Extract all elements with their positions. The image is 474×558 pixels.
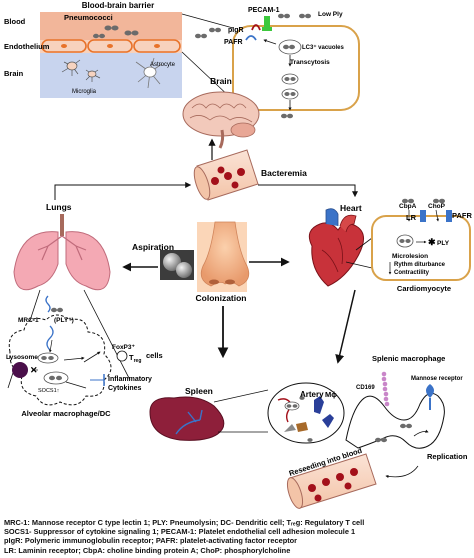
mannose-label: Mannose receptor [411, 376, 463, 382]
nose-illustration [197, 221, 250, 292]
spleen-title: Spleen [185, 386, 213, 396]
legend-line-2: SOCS1- Suppressor of cytokine signaling … [4, 527, 356, 537]
arrow-lungs-to-vessel [54, 182, 192, 200]
cytokines-label: Cytokines [108, 385, 142, 392]
legend-line-4: LR: Laminin receptor; CbpA: choline bind… [4, 545, 291, 555]
blood-band [40, 12, 182, 40]
bbb-title: Blood-brain barrier [82, 1, 154, 10]
endo-bacteria-side [195, 27, 221, 39]
treg-cells-label: cells [146, 351, 163, 360]
lung-ply-label: (PLY⁺) [54, 317, 74, 324]
legend-block: MRC-1: Mannose receptor C type lectin 1;… [4, 518, 470, 555]
arrow-vessel-to-spleen-panel [335, 289, 356, 364]
foxp3-label: FoxP3⁺ [112, 344, 136, 351]
artery-panel [267, 382, 345, 444]
brain-band [40, 53, 182, 98]
pecam-receptor [262, 16, 272, 31]
heart-pafr-label: PAFR [452, 211, 472, 220]
bacteremia-vessel [193, 149, 259, 201]
heart-ply-label: PLY [437, 240, 450, 247]
brain-illustration: Brain [182, 76, 260, 149]
mrc1-label: MRC-1 [18, 317, 39, 324]
cardiomyocyte-panel: CbpA ChoP LR PAFR ✱ PLY Microlesion Ryth… [371, 198, 472, 293]
heart-title: Heart [340, 203, 362, 213]
low-ply-label: Low Ply [318, 11, 343, 18]
colonization-label: Colonization [196, 293, 247, 303]
splenic-macrophage [345, 371, 445, 449]
pafr-receptor [245, 35, 257, 41]
alveolar-macrophage-cell: ✕ [8, 295, 112, 406]
microglia-label: Microglia [72, 89, 97, 95]
aspiration-label: Aspiration [132, 242, 174, 252]
macrophage-label: Mϕ [325, 390, 337, 399]
pecam-label: PECAM-1 [248, 7, 280, 14]
lr-label: LR [406, 213, 417, 222]
arrow-vessel-to-heart [258, 184, 358, 198]
cardiomyocyte-label: Cardiomyocyte [397, 284, 451, 293]
reseeding-vessel [286, 453, 377, 509]
transcytosis-label: Transcytosis [290, 59, 330, 66]
astrocyte-label: Astrocyte [150, 62, 176, 68]
svg-text:✱: ✱ [428, 237, 436, 247]
pneumococci-label: Pneumococci [64, 13, 113, 22]
zoom-line-top [181, 13, 234, 29]
mrc1-receptor [45, 295, 51, 313]
pneumococci-cluster [93, 25, 139, 39]
legend-line-3: pIgR: Polymeric immunoglobulin receptor;… [4, 536, 298, 546]
astrocyte-cell [135, 57, 163, 89]
endothelial-cell-outline [232, 25, 360, 111]
heart-illustration [308, 208, 364, 287]
artery-label: Artery [300, 390, 324, 399]
lungs-title: Lungs [46, 202, 72, 212]
socs1-label: SOCS1↑ [38, 388, 60, 394]
brain-label: Brain [4, 69, 24, 78]
blood-label: Blood [4, 17, 26, 26]
replication-label: Replication [427, 452, 468, 461]
legend-line-1: MRC-1: Mannose receptor C type lectin 1;… [4, 518, 365, 527]
brain-title: Brain [210, 76, 232, 86]
microglia-cell [61, 59, 101, 82]
contractility-label: Contractility [394, 270, 430, 276]
chop-label: ChoP [428, 203, 446, 210]
lc3-label: LC3⁺ vacuoles [302, 44, 345, 51]
cbpa-label: CbpA [399, 203, 417, 210]
inflammatory-label: Inflammatory [108, 376, 152, 383]
spleen-illustration [149, 396, 225, 441]
treg-label: Treg [129, 353, 141, 364]
endothelial-cells [41, 39, 181, 53]
bacteremia-label: Bacteremia [261, 168, 307, 178]
pigr-receptor [251, 24, 261, 31]
splenic-macrophage-label: Splenic macrophage [372, 354, 445, 363]
pafr-label: PAFR [224, 39, 243, 46]
pneumococcus-micrograph [160, 250, 194, 280]
rhythm-label: Rythm diturbance [394, 262, 446, 268]
endothelium-label: Endothelium [4, 42, 50, 51]
alveolar-caption: Alveolar macrophage/DC [21, 409, 111, 418]
cd169-label: CD169 [356, 385, 375, 391]
transcytosis-vesicles [281, 73, 299, 100]
blood-brain-barrier-panel: Blood-brain barrier Pneumococci [4, 1, 182, 98]
lungs-illustration [13, 214, 111, 291]
lysosome-label: Lysosome [6, 354, 38, 361]
endo-bacteria-top [278, 13, 311, 19]
treg-cell [116, 350, 128, 362]
pigr-label: pIgR [228, 27, 244, 34]
microlesion-label: Microlesion [392, 253, 428, 260]
